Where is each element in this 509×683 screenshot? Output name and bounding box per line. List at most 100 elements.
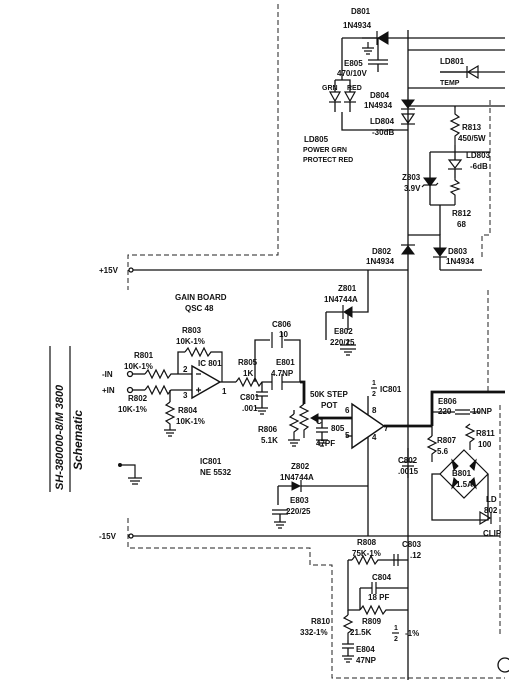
ld802-label-a: LD bbox=[486, 495, 497, 504]
e806-value: 220 bbox=[438, 407, 452, 416]
r804-resistor bbox=[164, 401, 176, 430]
e803-value: 220/25 bbox=[286, 507, 311, 516]
r809-label: R809 bbox=[362, 617, 382, 626]
z803-label: Z803 bbox=[402, 173, 421, 182]
c803-value: .12 bbox=[410, 551, 422, 560]
c806-label: C806 bbox=[272, 320, 292, 329]
ic801a-opamp bbox=[191, 364, 222, 400]
r813-resistor bbox=[449, 108, 461, 145]
r810-resistor bbox=[342, 614, 354, 640]
output-network bbox=[402, 390, 505, 526]
ld801-caption: TEMP bbox=[440, 80, 460, 87]
d802-part: 1N4934 bbox=[366, 257, 395, 266]
b801-label: B801 bbox=[452, 469, 472, 478]
r801-label: R801 bbox=[134, 351, 154, 360]
e804-label: E804 bbox=[356, 645, 375, 654]
r811-resistor bbox=[464, 423, 476, 450]
ld801-led bbox=[466, 64, 479, 80]
ic801b-pin4: 4 bbox=[372, 433, 377, 442]
d803-part: 1N4934 bbox=[446, 257, 475, 266]
r809-frac-den: 2 bbox=[394, 636, 398, 643]
c806-value: 10 bbox=[279, 330, 288, 339]
ld805-desc1: POWER GRN bbox=[303, 147, 347, 154]
c804-label: C804 bbox=[372, 573, 392, 582]
side-note-line2: Schematic bbox=[71, 410, 85, 470]
ic801a-label: IC 801 bbox=[198, 359, 222, 368]
r804-label: R804 bbox=[178, 406, 198, 415]
ic801b-half-den: 2 bbox=[372, 391, 376, 398]
d802-diode bbox=[401, 245, 415, 255]
b801-value: 1.5A bbox=[456, 480, 473, 489]
z803-value: 3.9V bbox=[404, 184, 421, 193]
e805-label: E805 bbox=[344, 59, 363, 68]
r807-value: 5.6 bbox=[437, 447, 449, 456]
r805-label: R805 bbox=[238, 358, 258, 367]
ld802-label-b: 802 bbox=[484, 506, 498, 515]
r806-label: R806 bbox=[258, 425, 278, 434]
ld804-led bbox=[400, 113, 416, 125]
e806-value-2: 10NP bbox=[472, 407, 493, 416]
ld803-led bbox=[447, 159, 463, 169]
r811-label: R811 bbox=[476, 429, 495, 438]
d804-diode bbox=[401, 99, 415, 109]
ic801b-half-num: 1 bbox=[372, 380, 376, 387]
pot-label-2: POT bbox=[321, 401, 338, 410]
c801-label: C801 bbox=[240, 393, 260, 402]
ic801b-pin8: 8 bbox=[372, 406, 377, 415]
r810-value: 332-1% bbox=[300, 628, 328, 637]
r803-resistor bbox=[184, 346, 223, 382]
ld805-label: LD805 bbox=[304, 135, 329, 144]
ic-ref-label: IC801 bbox=[200, 457, 222, 466]
r803-value: 10K-1% bbox=[176, 337, 205, 346]
d801-label: D801 bbox=[351, 7, 371, 16]
output-stage bbox=[272, 270, 432, 536]
ic801a-pin3: 3 bbox=[183, 391, 188, 400]
step-pot bbox=[298, 403, 310, 438]
e802-value: 220/25 bbox=[330, 338, 355, 347]
ic-part-label: NE 5532 bbox=[200, 468, 232, 477]
r813-value: 450/5W bbox=[458, 134, 486, 143]
ld804-value: -30dB bbox=[372, 128, 394, 137]
pos-rail-label: +15V bbox=[99, 266, 119, 275]
d804-label: D804 bbox=[370, 91, 390, 100]
r810-label: R810 bbox=[311, 617, 331, 626]
ld803-label: LD803 bbox=[466, 151, 491, 160]
in-minus-label: -IN bbox=[102, 370, 113, 379]
c805-value: 47PF bbox=[316, 439, 335, 448]
z801-part: 1N4744A bbox=[324, 295, 358, 304]
board-model: QSC 48 bbox=[185, 304, 214, 313]
r805-resistor bbox=[235, 376, 270, 388]
clip-label: CLIP bbox=[483, 529, 502, 538]
ld805-desc2: PROTECT RED bbox=[303, 157, 353, 164]
d801-part: 1N4934 bbox=[343, 21, 372, 30]
led-red-label: RED bbox=[347, 85, 362, 92]
power-rails bbox=[128, 267, 500, 539]
r809-resistor bbox=[359, 604, 408, 616]
z802-part: 1N4744A bbox=[280, 473, 314, 482]
d803-diode bbox=[433, 247, 447, 257]
side-note: SH-380000-8/M 3800 Schematic bbox=[49, 346, 85, 492]
c801-value: .001 bbox=[242, 404, 258, 413]
ld805-grn-led bbox=[328, 91, 342, 103]
r805-value: 1K bbox=[243, 369, 253, 378]
r802-label: R802 bbox=[128, 394, 148, 403]
d804-part: 1N4934 bbox=[364, 101, 393, 110]
e803-label: E803 bbox=[290, 496, 309, 505]
c802-label: C802 bbox=[398, 456, 418, 465]
input-stage bbox=[126, 332, 301, 437]
r801-resistor bbox=[144, 368, 178, 380]
r812-value: 68 bbox=[457, 220, 466, 229]
c805-label: 805 bbox=[331, 424, 345, 433]
r813-label: R813 bbox=[462, 123, 482, 132]
d802-label: D802 bbox=[372, 247, 392, 256]
c802-value: .0015 bbox=[398, 467, 419, 476]
neg-rail-label: -15V bbox=[99, 532, 117, 541]
r809-tol: -1% bbox=[405, 629, 419, 638]
r806-resistor bbox=[288, 413, 300, 440]
b801-bridge bbox=[439, 449, 489, 499]
ld804-label: LD804 bbox=[370, 117, 395, 126]
e806-label: E806 bbox=[438, 397, 457, 406]
r806-value: 5.1K bbox=[261, 436, 278, 445]
r804-value: 10K-1% bbox=[176, 417, 205, 426]
